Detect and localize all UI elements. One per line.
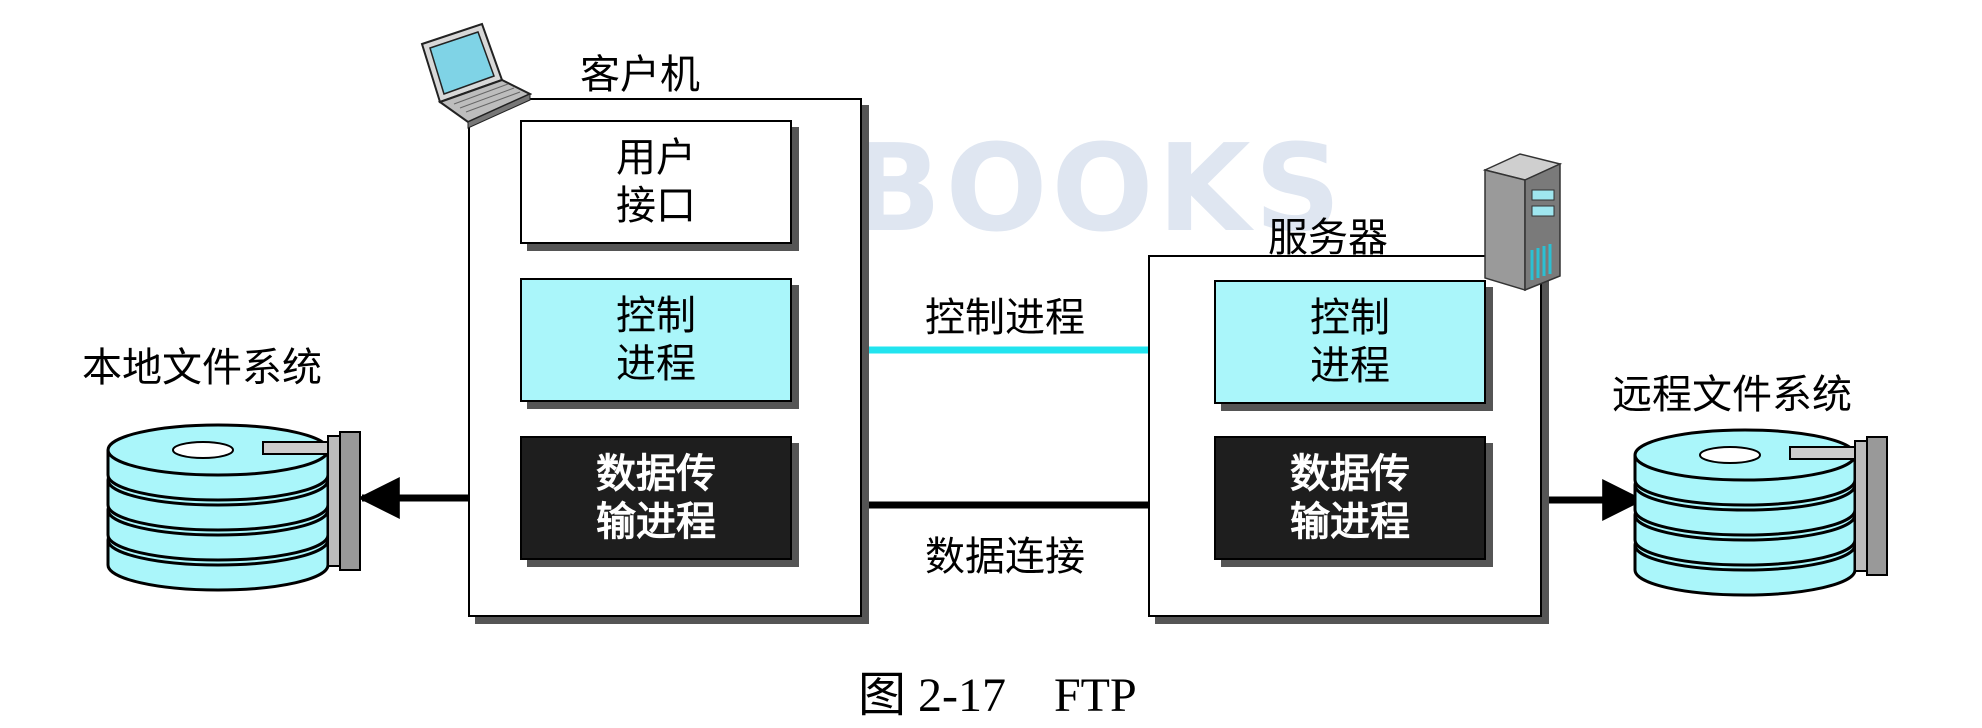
client-data-transfer-line1: 数据传 [596,451,716,497]
client-user-interface-line1: 用户 [616,135,696,181]
client-title: 客户机 [580,52,700,98]
client-control-process: 控制 进程 [520,278,792,402]
server-title: 服务器 [1268,215,1388,261]
client-user-interface-line2: 接口 [616,183,696,229]
server-data-transfer-line1: 数据传 [1290,451,1410,497]
data-connection-label: 数据连接 [925,534,1085,580]
watermark: BOOKS [850,120,1345,259]
client-control-process-line2: 进程 [616,341,696,387]
server-data-transfer-process: 数据传 输进程 [1214,436,1486,560]
server-control-process-line2: 进程 [1310,343,1390,389]
client-data-transfer-line2: 输进程 [596,499,716,545]
client-data-transfer-process: 数据传 输进程 [520,436,792,560]
server-control-process: 控制 进程 [1214,280,1486,404]
local-disk-stack-icon [106,423,361,592]
remote-fs-label: 远程文件系统 [1612,372,1852,418]
client-user-interface: 用户 接口 [520,120,792,244]
server-tower-icon [1482,153,1563,292]
remote-disk-stack-icon [1633,428,1888,597]
laptop-icon [420,22,532,129]
client-control-process-line1: 控制 [616,293,696,339]
server-data-transfer-line2: 输进程 [1290,499,1410,545]
figure-caption: 图 2-17 FTP [858,669,1137,722]
server-control-process-line1: 控制 [1310,295,1390,341]
control-connection-label: 控制进程 [925,295,1085,341]
local-fs-label: 本地文件系统 [82,345,322,391]
